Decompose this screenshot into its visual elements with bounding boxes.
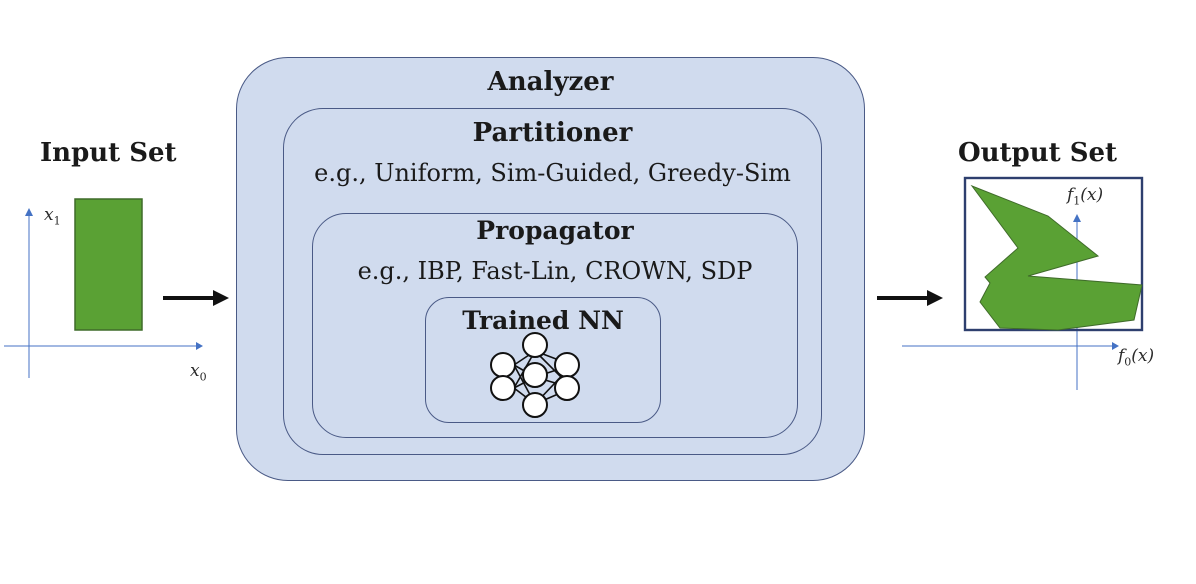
- trained-nn-box: Trained NN: [425, 297, 661, 423]
- partitioner-examples: e.g., Uniform, Sim-Guided, Greedy-Sim: [314, 159, 791, 187]
- propagator-examples: e.g., IBP, Fast-Lin, CROWN, SDP: [357, 257, 753, 285]
- nn-node: [490, 352, 516, 378]
- output-x-axis-arrow: [1112, 342, 1119, 350]
- partitioner-title: Partitioner: [472, 118, 633, 148]
- nn-node: [554, 352, 580, 378]
- input-y-axis-arrow: [25, 208, 33, 216]
- nn-node: [522, 362, 548, 388]
- output-y-axis-label: f1(x): [1067, 185, 1104, 208]
- propagator-title: Propagator: [476, 216, 634, 245]
- nn-node: [490, 375, 516, 401]
- input-set-plot: [4, 198, 203, 378]
- partitioner-box: Partitioner e.g., Uniform, Sim-Guided, G…: [283, 108, 822, 455]
- arrow-right-icon: [877, 290, 943, 306]
- input-x-axis-arrow: [196, 342, 203, 350]
- propagator-box: Propagator e.g., IBP, Fast-Lin, CROWN, S…: [312, 213, 798, 438]
- input-y-axis-label: x1: [44, 205, 61, 228]
- input-set-title: Input Set: [40, 138, 177, 168]
- input-set-rect: [74, 198, 143, 331]
- analyzer-box: Analyzer Partitioner e.g., Uniform, Sim-…: [236, 57, 865, 481]
- analyzer-title: Analyzer: [487, 67, 614, 97]
- output-set-polygon: [970, 184, 1143, 331]
- output-y-axis-arrow: [1073, 214, 1081, 222]
- nn-node: [554, 375, 580, 401]
- nn-node: [522, 332, 548, 358]
- output-set-title: Output Set: [958, 138, 1118, 168]
- output-set-plot: [902, 176, 1144, 390]
- neural-network-icon: [490, 332, 580, 418]
- nn-node: [522, 392, 548, 418]
- arrow-right-icon: [163, 290, 229, 306]
- input-x-axis-label: x0: [190, 361, 207, 384]
- trained-nn-title: Trained NN: [462, 306, 624, 335]
- output-x-axis-label: f0(x): [1118, 346, 1155, 369]
